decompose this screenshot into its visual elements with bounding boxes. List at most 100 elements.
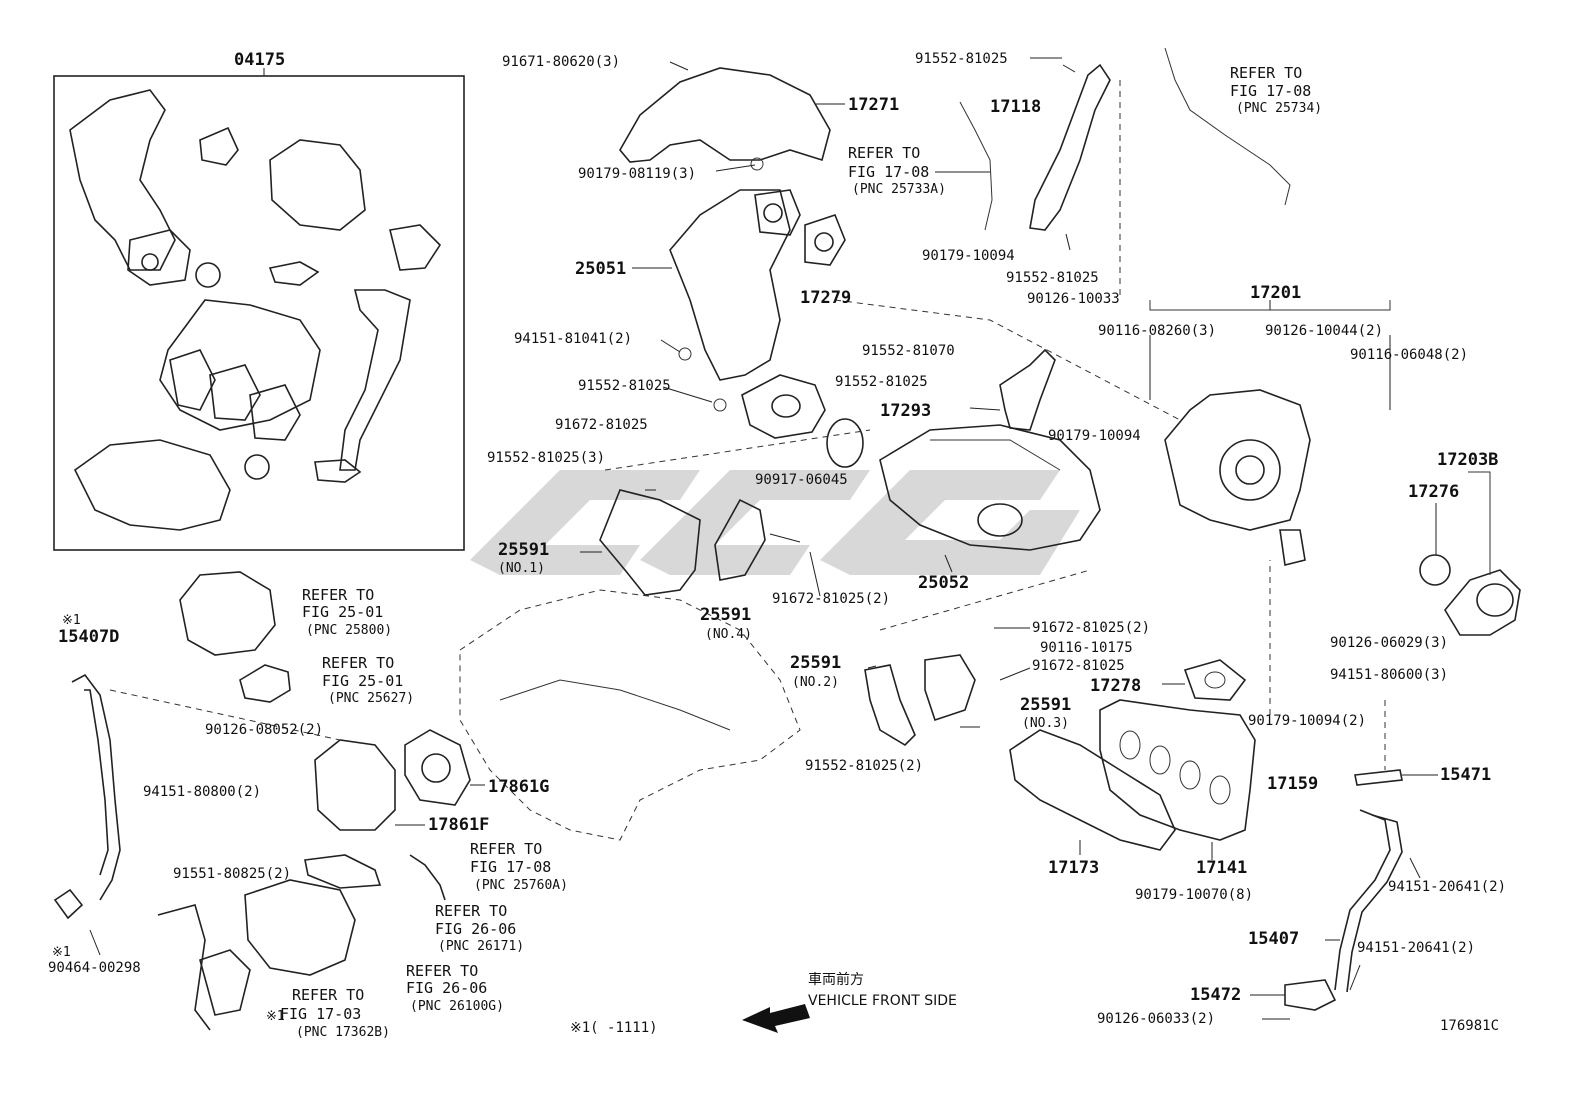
ref4-line3: (PNC 25627)	[328, 691, 414, 706]
bracket-17293	[999, 348, 1056, 431]
label-91552-81025-3: 91552-81025(3)	[487, 450, 605, 466]
label-91672-81025-b: 91672-81025	[1032, 658, 1125, 674]
water-pipe-left	[157, 904, 211, 1031]
label-91672-81025-a: 91672-81025	[555, 417, 648, 433]
label-17279: 17279	[800, 288, 851, 308]
stay-17118	[1029, 63, 1111, 231]
part-labels: 04175 91671-80620(3) 17271 90179-08119(3…	[48, 50, 1506, 1036]
label-17293: 17293	[880, 401, 931, 421]
label-91552-81025-2: 91552-81025(2)	[805, 758, 923, 774]
ref8-line2: FIG 17-03	[280, 1005, 361, 1023]
water-outlet-housing	[314, 739, 396, 831]
ref4-line2: FIG 25-01	[322, 672, 403, 690]
front-direction-arrow-icon	[742, 1004, 810, 1033]
label-90126-10033: 90126-10033	[1027, 291, 1120, 307]
label-91672-81025-2b: 91672-81025(2)	[1032, 620, 1150, 636]
label-17203B: 17203B	[1437, 450, 1498, 470]
label-17271: 17271	[848, 95, 899, 115]
gasket-15472	[1284, 979, 1337, 1011]
label-94151-20641-a: 94151-20641(2)	[1388, 879, 1506, 895]
ref5-line3: (PNC 25760A)	[474, 878, 568, 893]
label-90917-06045: 90917-06045	[755, 472, 848, 488]
label-91552-81025-a: 91552-81025	[578, 378, 671, 394]
label-94151-20641-b: 94151-20641(2)	[1357, 940, 1475, 956]
kit-parts	[69, 89, 442, 531]
label-91551-80825: 91551-80825(2)	[173, 866, 291, 882]
label-17861G: 17861G	[488, 777, 549, 797]
hose-clamp	[53, 888, 84, 920]
label-91671-80620: 91671-80620(3)	[502, 54, 620, 70]
label-25052: 25052	[918, 573, 969, 593]
ref7-line3: (PNC 26100G)	[410, 999, 504, 1014]
water-inlet	[244, 879, 356, 976]
ref8-line1: REFER TO	[292, 986, 364, 1004]
label-94151-80600: 94151-80600(3)	[1330, 667, 1448, 683]
label-25591-no4-sub: (NO.4)	[705, 627, 752, 642]
cylinder-head-phantom	[459, 589, 801, 841]
gasket-17279	[804, 214, 846, 266]
egr-gasket	[239, 664, 291, 703]
label-91552-81025-top: 91552-81025	[915, 51, 1008, 67]
label-90116-06048: 90116-06048(2)	[1350, 347, 1468, 363]
ref6-line2: FIG 26-06	[435, 920, 516, 938]
label-25591-no1-sub: (NO.1)	[498, 561, 545, 576]
manifold-gasket	[1009, 729, 1176, 851]
bracket-no1	[599, 489, 701, 596]
label-90116-08260: 90116-08260(3)	[1098, 323, 1216, 339]
label-90179-10094-2: 90179-10094(2)	[1248, 713, 1366, 729]
ref2-line2: FIG 17-08	[848, 163, 929, 181]
gasket-26171	[304, 854, 382, 889]
catalytic-converter-lower	[879, 424, 1101, 551]
footnote: ※1( -1111)	[570, 1020, 658, 1036]
label-91552-81025-b: 91552-81025	[1006, 270, 1099, 286]
label-15407: 15407	[1248, 929, 1299, 949]
label-17278: 17278	[1090, 676, 1141, 696]
label-17173: 17173	[1048, 858, 1099, 878]
ref1-line3: (PNC 25734)	[1236, 101, 1322, 116]
exhaust-manifold	[1099, 699, 1256, 841]
ref6-line1: REFER TO	[435, 902, 507, 920]
label-90126-10044: 90126-10044(2)	[1265, 323, 1383, 339]
label-94151-81041: 94151-81041(2)	[514, 331, 632, 347]
gasket-ring	[826, 418, 864, 468]
label-15471: 15471	[1440, 765, 1491, 785]
label-25591-no2: 25591	[790, 653, 841, 673]
ref5-line1: REFER TO	[470, 840, 542, 858]
label-90464-00298: 90464-00298	[48, 960, 141, 976]
label-90126-06033: 90126-06033(2)	[1097, 1011, 1215, 1027]
diagram-code: 176981C	[1440, 1018, 1499, 1034]
gasket-17861G	[404, 729, 471, 806]
egr-valve	[179, 571, 276, 656]
label-25591-no4: 25591	[700, 605, 751, 625]
ref5-line2: FIG 17-08	[470, 858, 551, 876]
label-17276: 17276	[1408, 482, 1459, 502]
label-91552-81070: 91552-81070	[862, 343, 955, 359]
label-25591-no3-sub: (NO.3)	[1022, 716, 1069, 731]
label-25051: 25051	[575, 259, 626, 279]
label-90126-06029: 90126-06029(3)	[1330, 635, 1448, 651]
label-90179-10070: 90179-10070(8)	[1135, 887, 1253, 903]
ref1-line2: FIG 17-08	[1230, 82, 1311, 100]
label-94151-80800: 94151-80800(2)	[143, 784, 261, 800]
direction-en: VEHICLE FRONT SIDE	[808, 993, 957, 1009]
bracket-no2	[864, 664, 916, 747]
label-17141: 17141	[1196, 858, 1247, 878]
label-04175: 04175	[234, 50, 285, 70]
gasket-15471	[1354, 769, 1403, 786]
ref2-line1: REFER TO	[848, 144, 920, 162]
sensor-wire-25734	[1164, 47, 1291, 206]
label-25591-no1: 25591	[498, 540, 549, 560]
label-15407D: 15407D	[58, 627, 119, 647]
o-ring-17276	[1419, 554, 1451, 586]
label-17118: 17118	[990, 97, 1041, 117]
label-17861F: 17861F	[428, 815, 489, 835]
ref7-line1: REFER TO	[406, 962, 478, 980]
label-17159: 17159	[1267, 774, 1318, 794]
bracket-no4	[714, 498, 766, 581]
label-90464-mark: ※1	[52, 945, 71, 960]
label-25591-no3: 25591	[1020, 695, 1071, 715]
ref8-line3: (PNC 17362B)	[296, 1025, 390, 1040]
gasket-17278	[1183, 659, 1247, 701]
